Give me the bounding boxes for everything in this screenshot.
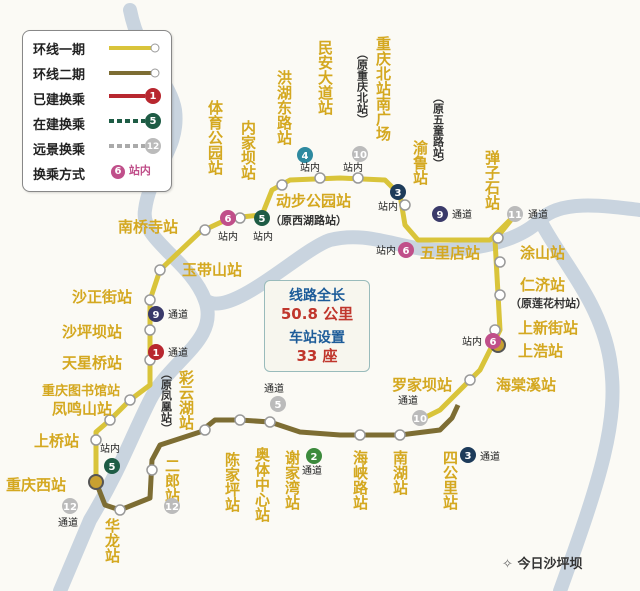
shanghao-hub	[490, 337, 506, 353]
legend-line1-label: 环线一期	[33, 43, 86, 58]
legend-future-swatch	[109, 138, 161, 154]
brand-watermark: ✧ 今日沙坪坝	[502, 553, 582, 572]
legend-mode-num: 6	[111, 165, 125, 179]
legend-line2-swatch	[109, 68, 160, 78]
legend-mode-badge: 6 站内	[111, 162, 151, 179]
legend-building-label: 在建换乘	[33, 118, 86, 133]
legend-building-num: 5	[149, 116, 157, 127]
legend-built-label: 已建换乘	[33, 93, 86, 108]
legend-mode-text: 站内	[128, 164, 151, 177]
legend-line1-swatch	[109, 43, 160, 53]
stations-value: 33 座	[296, 347, 338, 365]
legend: 环线一期 环线二期 已建换乘 在建换乘 远景换乘 换乘方式 6 站内 1 5 1…	[22, 30, 172, 192]
line-phase-2	[93, 403, 461, 513]
river	[53, 3, 640, 591]
brand-text: 今日沙坪坝	[517, 557, 583, 572]
brand-icon: ✧	[502, 557, 513, 572]
legend-mode-label: 换乘方式	[33, 168, 86, 183]
info-box: 线路全长 50.8 公里 车站设置 33 座	[264, 280, 370, 372]
legend-line2-label: 环线二期	[33, 68, 86, 83]
chongqingxi-hub	[88, 474, 104, 490]
legend-built-swatch	[109, 88, 161, 104]
stations-label: 车站设置	[289, 330, 345, 346]
legend-future-num: 12	[146, 142, 160, 152]
length-label: 线路全长	[289, 288, 345, 304]
legend-built-num: 1	[149, 91, 157, 102]
legend-future-label: 远景换乘	[33, 143, 86, 158]
length-value: 50.8 公里	[280, 305, 354, 323]
legend-building-swatch	[109, 113, 161, 129]
